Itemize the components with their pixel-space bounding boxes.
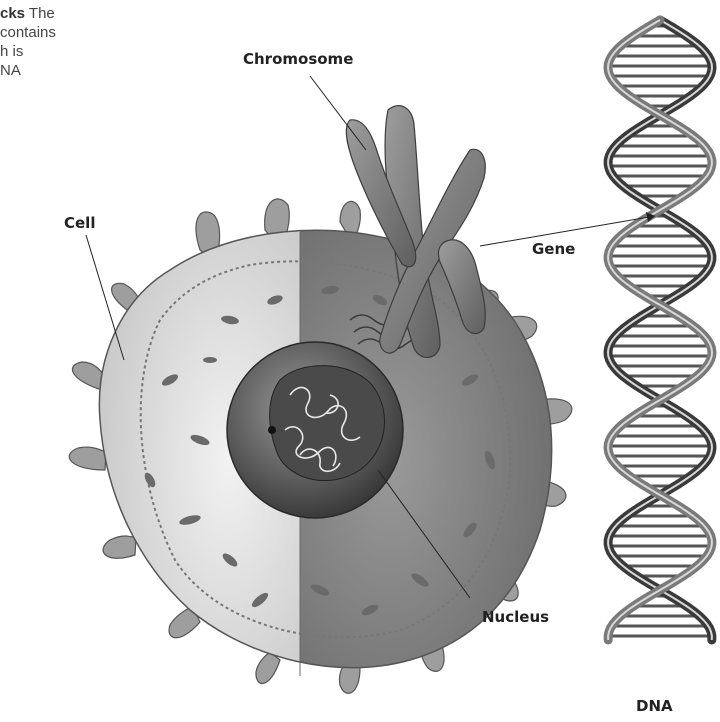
nucleolus [268,426,276,434]
dna-double-helix [608,20,712,640]
nucleus [227,342,403,518]
label-nucleus: Nucleus [482,608,549,626]
label-gene: Gene [532,240,575,258]
label-dna: DNA [636,697,673,715]
chromosome-leader-line [310,76,366,150]
cell-projection [103,536,136,558]
cell-projection [69,447,106,470]
label-cell: Cell [64,214,95,232]
label-chromosome: Chromosome [243,50,353,68]
